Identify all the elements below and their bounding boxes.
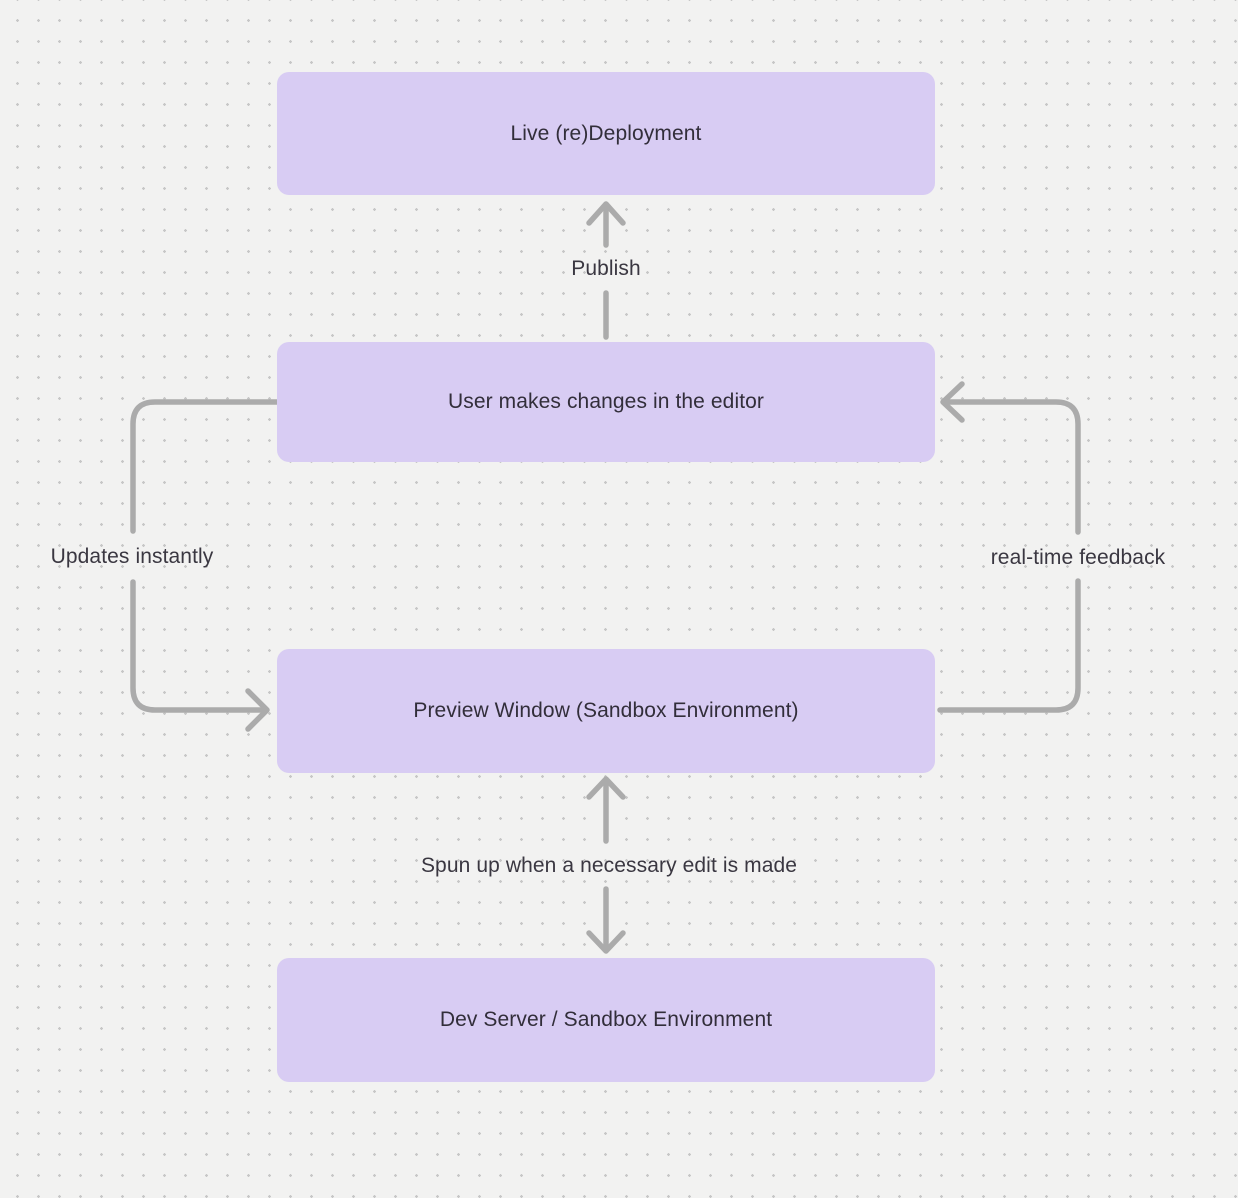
node-editor-changes-label: User makes changes in the editor <box>447 390 765 413</box>
node-dev-server-label: Dev Server / Sandbox Environment <box>439 1008 773 1031</box>
node-preview-window-label: Preview Window (Sandbox Environment) <box>413 699 799 722</box>
edge-label-spun-up: Spun up when a necessary edit is made <box>420 854 798 877</box>
node-preview-window[interactable]: Preview Window (Sandbox Environment) <box>277 649 935 773</box>
edge-label-publish: Publish <box>571 257 641 280</box>
node-live-redeployment-label: Live (re)Deployment <box>510 121 702 145</box>
node-dev-server[interactable]: Dev Server / Sandbox Environment <box>277 958 935 1082</box>
edge-label-updates-instantly: Updates instantly <box>50 545 214 568</box>
node-editor-changes[interactable]: User makes changes in the editor <box>277 342 935 462</box>
node-live-redeployment[interactable]: Live (re)Deployment <box>277 72 935 195</box>
edge-label-real-time-feedback: real-time feedback <box>990 546 1166 569</box>
